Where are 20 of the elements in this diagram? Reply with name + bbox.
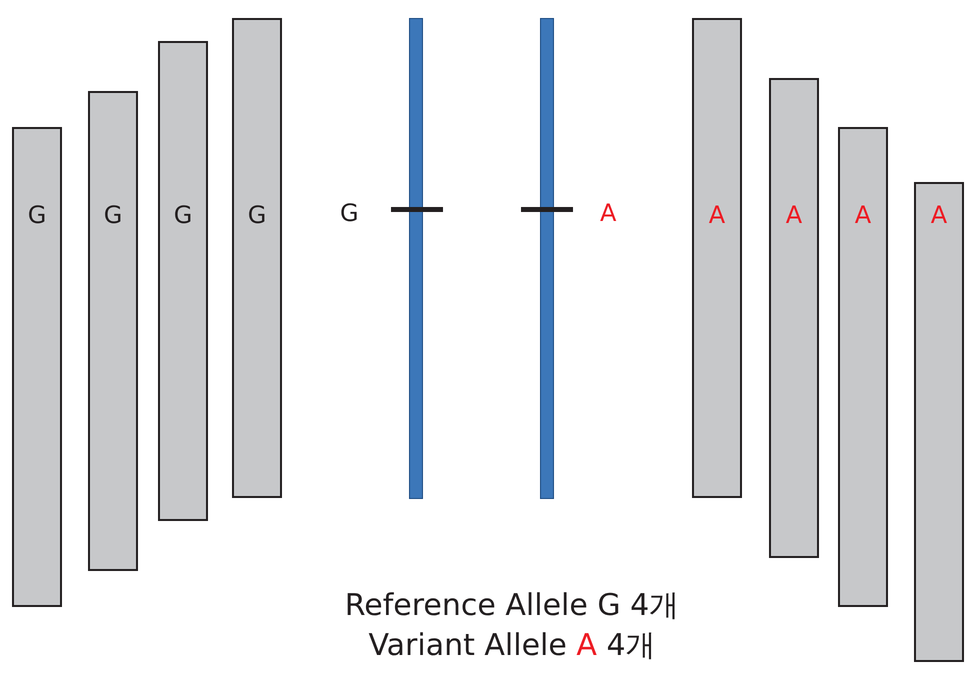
caption-line: Variant Allele A 4개 — [367, 628, 657, 664]
sequencing-read — [838, 127, 888, 607]
sequencing-read — [769, 78, 819, 558]
allele-letter: A — [854, 201, 872, 229]
sequencing-read — [12, 127, 62, 607]
sequencing-read — [88, 91, 138, 571]
sequencing-read — [692, 18, 742, 498]
allele-letter: G — [102, 201, 124, 229]
allele-letter: A — [708, 201, 726, 229]
sequencing-read — [158, 41, 208, 521]
allele-letter: A — [600, 199, 616, 227]
sequencing-read — [914, 182, 964, 662]
allele-letter: G — [172, 201, 194, 229]
allele-letter: A — [930, 201, 948, 229]
allele-letter: G — [246, 201, 268, 229]
caption-line: Reference Allele G 4개 — [344, 588, 680, 624]
allele-letter: G — [26, 201, 48, 229]
sequencing-read — [232, 18, 282, 498]
allele-letter: G — [340, 199, 359, 227]
allele-letter: A — [784, 201, 804, 229]
